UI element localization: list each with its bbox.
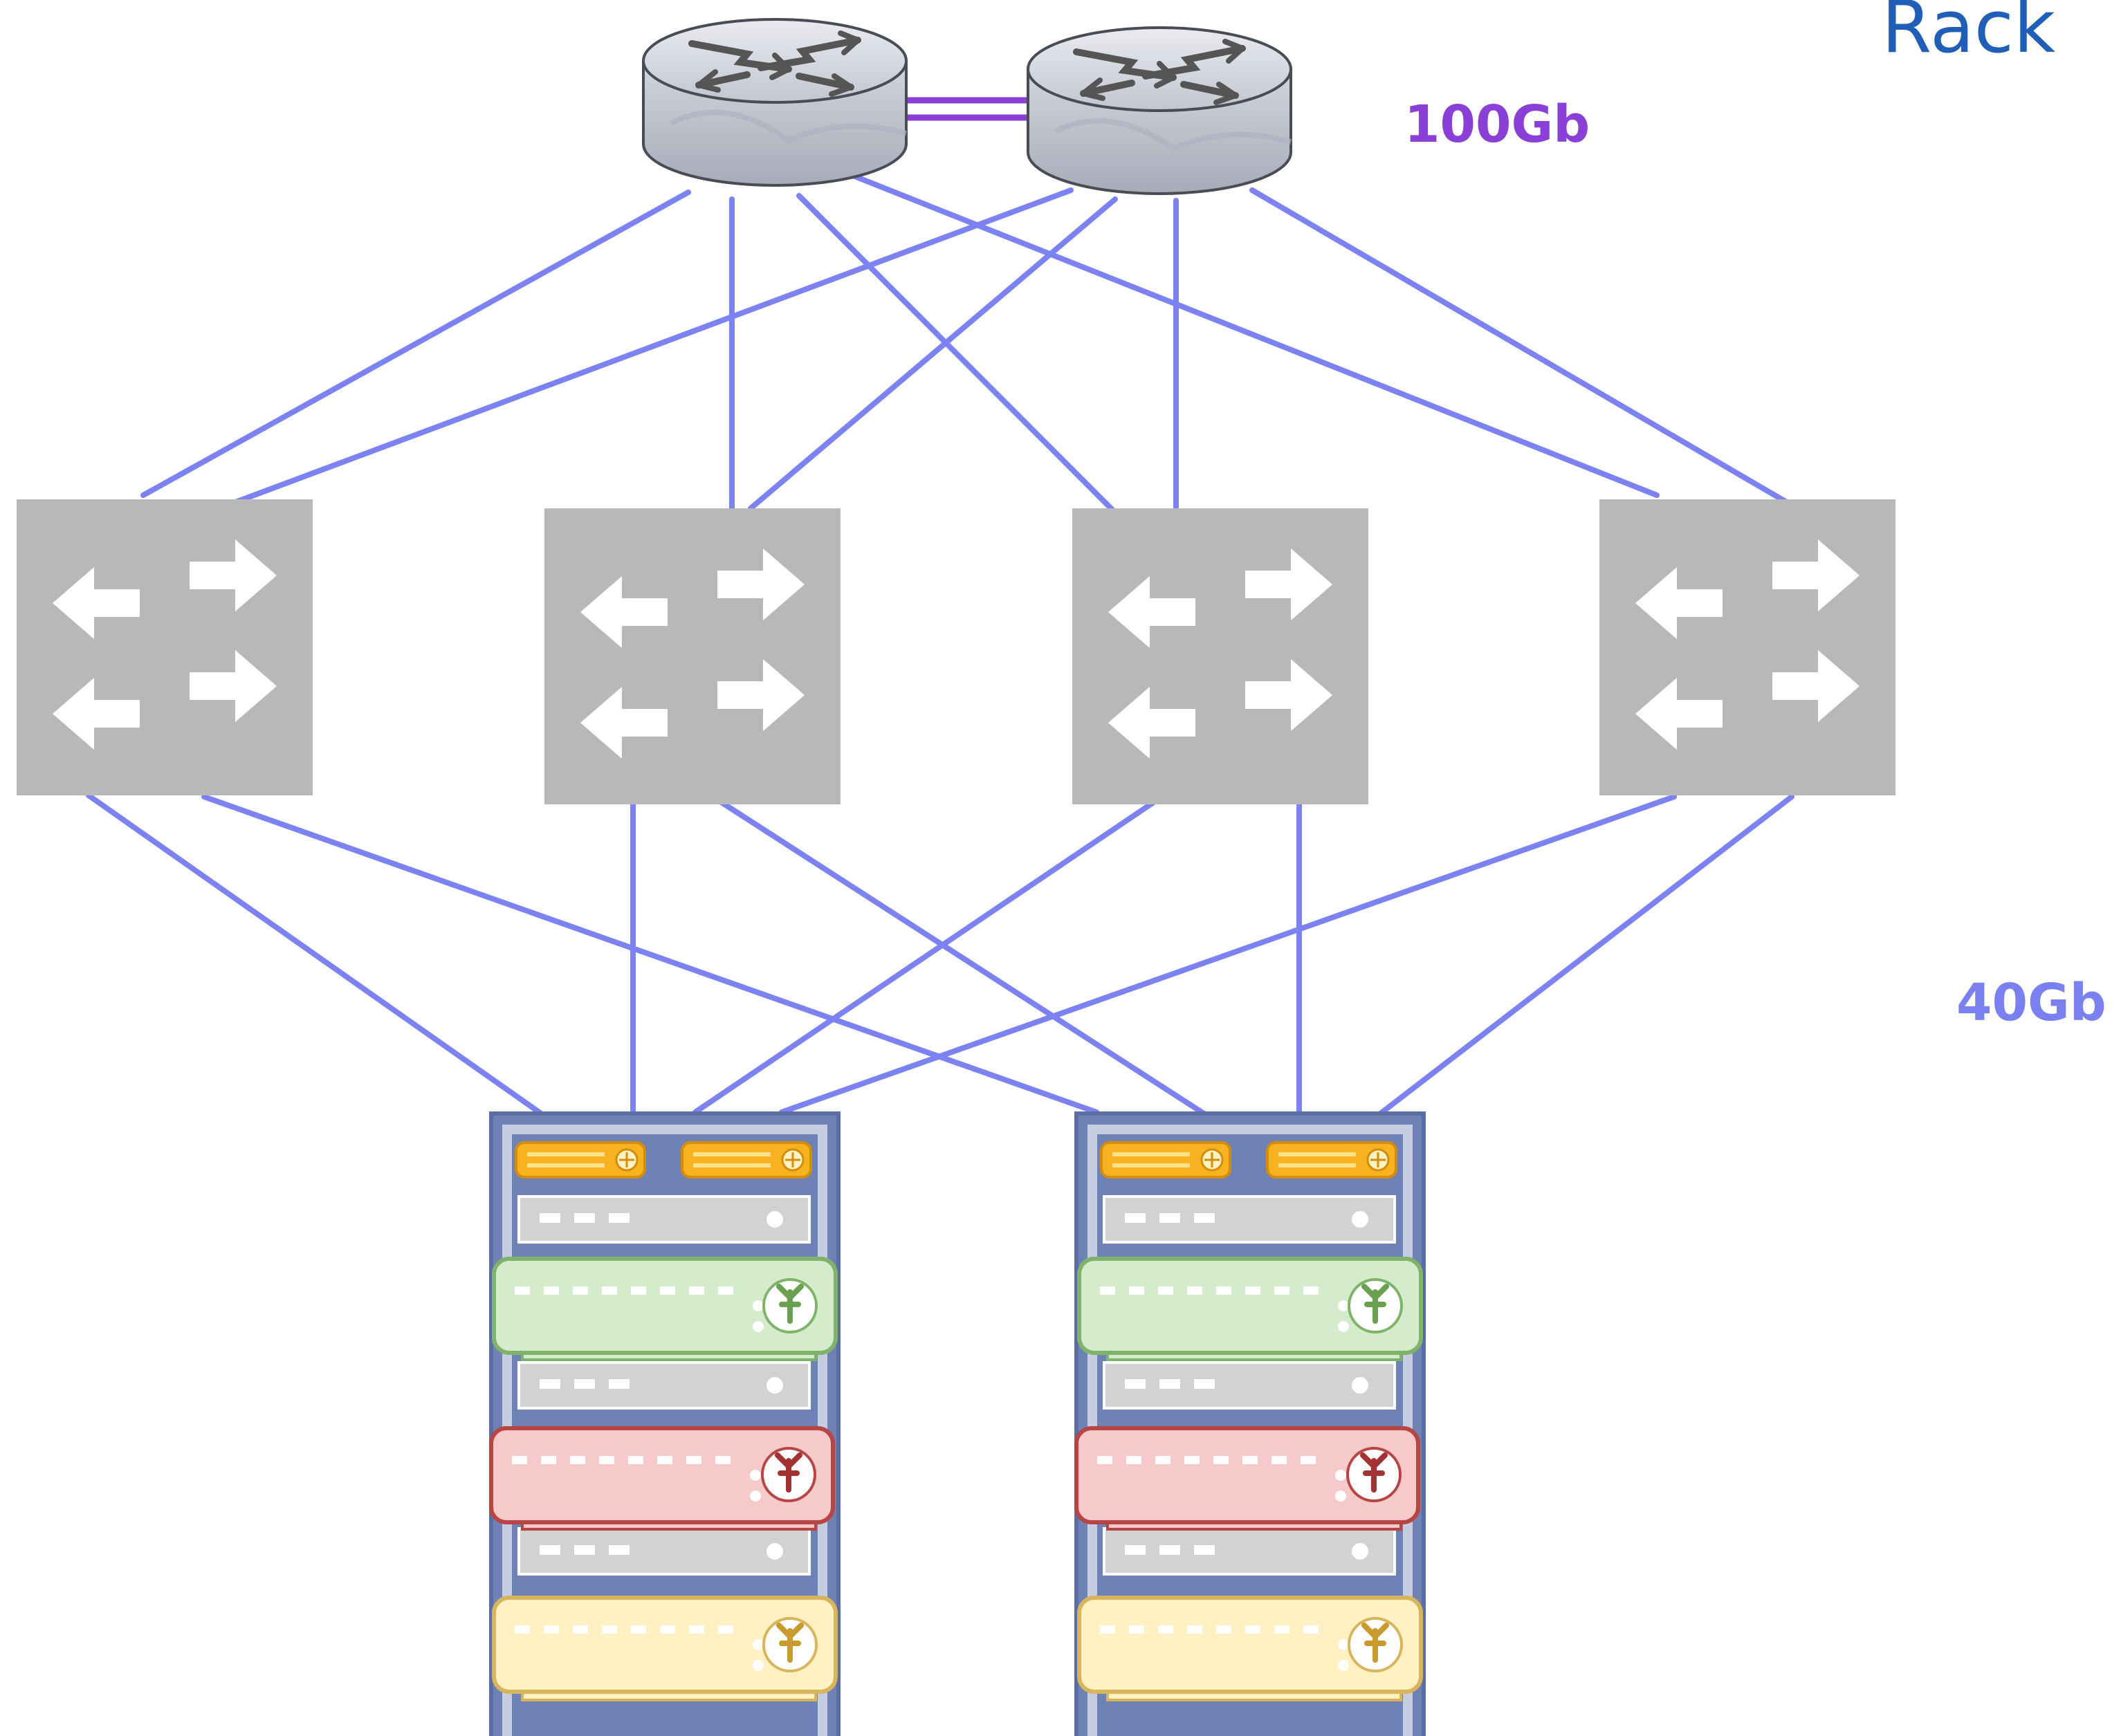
green-server-unit xyxy=(492,1257,838,1361)
yellow-server-unit xyxy=(492,1596,838,1701)
page-title: Rack xyxy=(1882,0,2055,69)
router-icon xyxy=(1028,28,1291,194)
green-server-unit xyxy=(1077,1257,1423,1361)
downlink-speed-label: 40Gb xyxy=(1956,973,2106,1033)
red-server-unit xyxy=(1074,1426,1420,1531)
switch-icon xyxy=(1599,499,1895,795)
server-rack-icon xyxy=(489,1111,841,1736)
server-rack-icon xyxy=(1074,1111,1426,1736)
uplink-links xyxy=(140,169,1808,516)
yellow-server-unit xyxy=(1077,1596,1423,1701)
downlink-links xyxy=(86,793,1794,1122)
router-peer-link xyxy=(906,97,1027,121)
switch-icon xyxy=(1072,508,1368,804)
router-icon xyxy=(643,19,906,185)
switch-icon xyxy=(17,499,313,795)
switch-icon xyxy=(544,508,841,804)
uplink-speed-label: 100Gb xyxy=(1404,95,1590,154)
red-server-unit xyxy=(489,1426,835,1531)
